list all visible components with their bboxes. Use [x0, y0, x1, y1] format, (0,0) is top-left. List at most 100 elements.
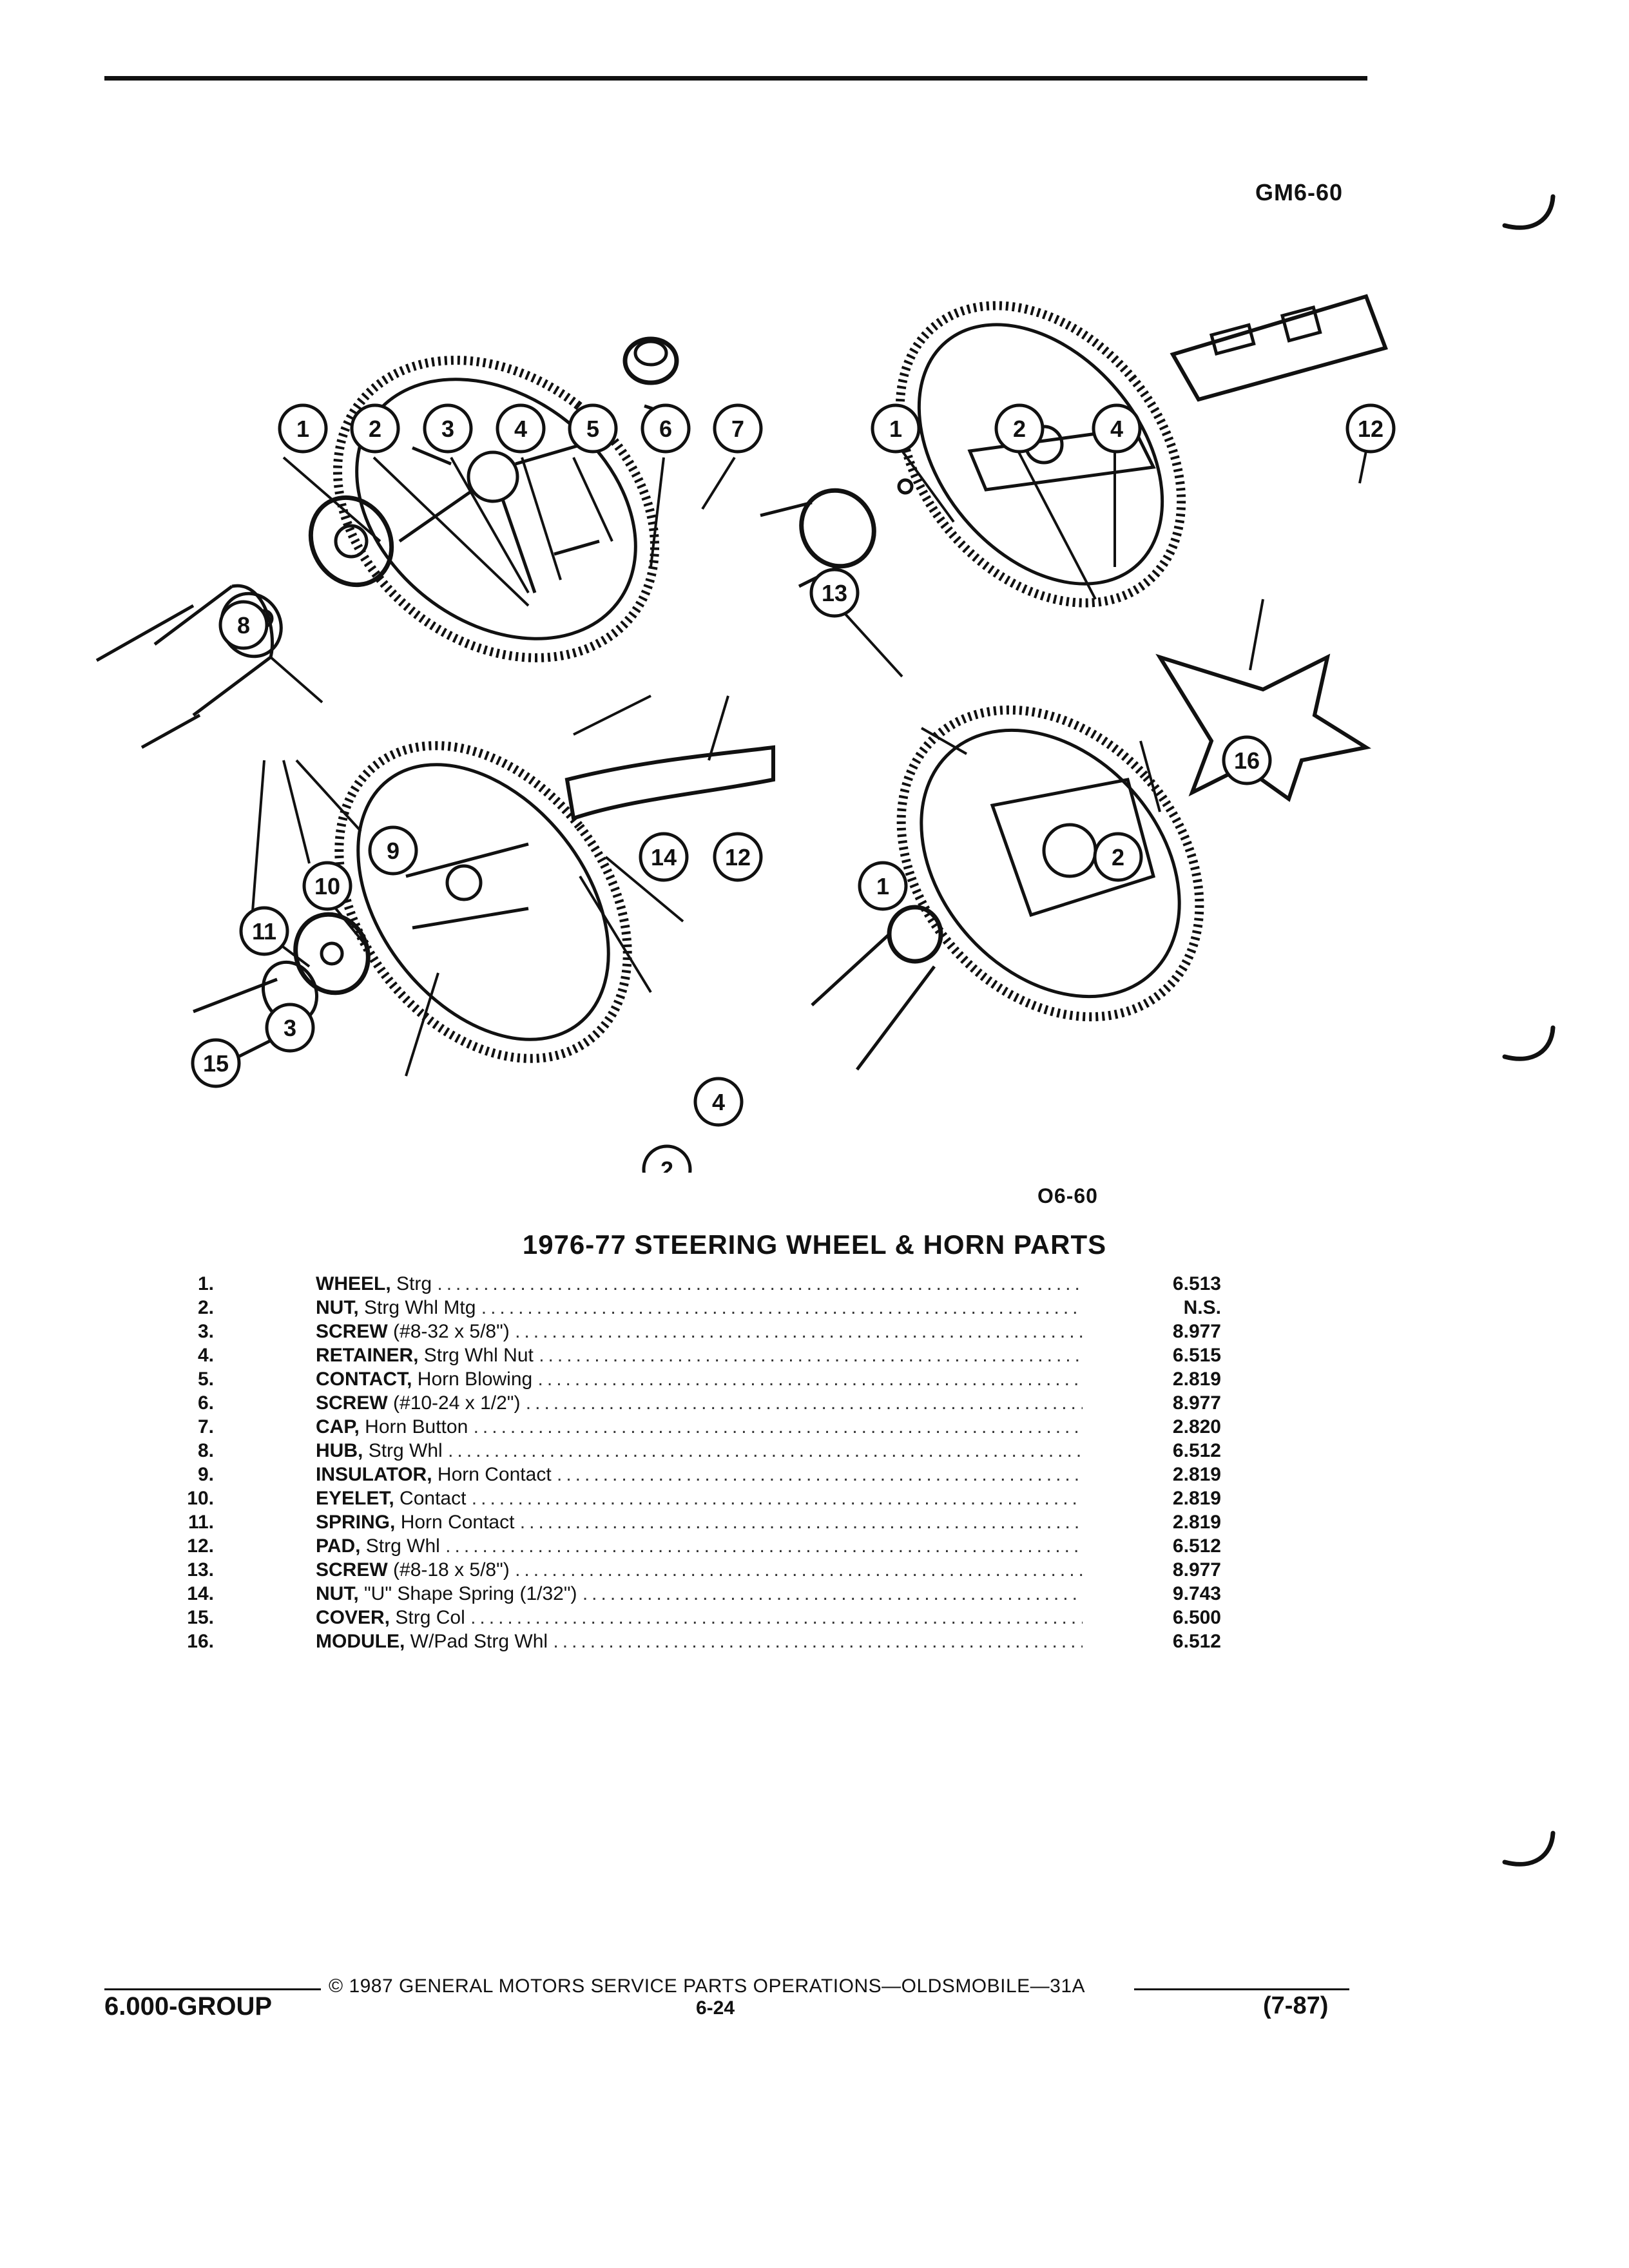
part-group-number: 6.513	[1172, 1273, 1221, 1294]
part-description: EYELET, Contact ........................…	[316, 1486, 1083, 1510]
callout-g3-15: 15	[203, 1050, 229, 1077]
parts-row: 3.SCREW (#8-32 x 5/8") .................…	[174, 1320, 1231, 1343]
part-detail: Horn Contact	[400, 1512, 515, 1533]
part-group-number: 2.820	[1172, 1416, 1221, 1437]
part-group-number: 6.500	[1172, 1607, 1221, 1628]
parts-row: 5. CONTACT, Horn Blowing ................…	[174, 1367, 1231, 1391]
callout-g3-12: 12	[725, 844, 751, 870]
part-number: 1.	[197, 1273, 214, 1294]
callout-g2-1: 1	[889, 416, 902, 442]
parts-row: 8.HUB, Strg Whl ........................…	[174, 1439, 1231, 1463]
callout-g1-6: 6	[659, 416, 672, 442]
callout-g2-4: 4	[1110, 416, 1123, 442]
part-name: SCREW	[316, 1321, 388, 1342]
part-group-number: 9.743	[1172, 1583, 1221, 1604]
part-description: RETAINER, Strg Whl Nut .................…	[316, 1343, 1083, 1367]
part-description: SPRING, Horn Contact ...................…	[316, 1510, 1083, 1534]
part-group-number: N.S.	[1183, 1297, 1221, 1318]
part-number: 14.	[187, 1583, 214, 1604]
callout-g1-11: 11	[252, 918, 276, 945]
part-number: 11.	[188, 1512, 214, 1533]
part-group-number: 2.819	[1172, 1488, 1221, 1509]
parts-row: 10. EYELET, Contact .....................…	[174, 1486, 1231, 1510]
leader-dots: ........................................…	[473, 1416, 1083, 1437]
part-detail: Strg Col	[395, 1607, 465, 1628]
part-detail: Horn Blowing	[417, 1369, 533, 1390]
callout-g4-1: 1	[876, 873, 889, 899]
part-description: SCREW (#8-32 x 5/8") ...................…	[316, 1320, 1083, 1343]
leader-dots: ........................................…	[437, 1273, 1083, 1294]
callout-g4-2: 2	[1112, 844, 1124, 870]
diagram-wheel-bottom-right	[811, 653, 1371, 1071]
part-name: CONTACT,	[316, 1369, 412, 1390]
part-number: 8.	[197, 1440, 214, 1461]
parts-row: 9.INSULATOR, Horn Contact ..............…	[174, 1463, 1231, 1486]
part-description: NUT, "U" Shape Spring (1/32") ..........…	[316, 1582, 1083, 1606]
part-group-number: 2.819	[1172, 1464, 1221, 1485]
part-detail: Contact	[400, 1488, 467, 1509]
callout-g1-7: 7	[731, 416, 744, 442]
leader-dots: ........................................…	[582, 1583, 1083, 1604]
part-name: CAP,	[316, 1416, 360, 1437]
part-number: 5.	[197, 1369, 214, 1390]
part-number: 9.	[197, 1464, 214, 1485]
parts-row: 14. NUT, "U" Shape Spring (1/32") .......…	[174, 1582, 1231, 1606]
part-group-number: 6.515	[1172, 1345, 1221, 1366]
part-detail: Strg Whl	[368, 1440, 443, 1461]
part-detail: W/Pad Strg Whl	[410, 1631, 548, 1652]
parts-row: 4.RETAINER, Strg Whl Nut ...............…	[174, 1343, 1231, 1367]
part-name: NUT,	[316, 1583, 359, 1604]
part-detail: Strg Whl Nut	[423, 1345, 534, 1366]
part-number: 10.	[187, 1488, 214, 1509]
callout-g3-2: 2	[660, 1157, 673, 1173]
exploded-parts-diagram: 1 2 3 4 5 6 7 8 9 10 11 1 2 4 12 13 14 1…	[95, 294, 1396, 1173]
part-detail: Strg	[396, 1273, 432, 1294]
part-number: 13.	[187, 1559, 214, 1581]
callout-g3-3: 3	[284, 1015, 296, 1041]
part-description: SCREW (#10-24 x 1/2") ..................…	[316, 1391, 1083, 1415]
leader-dots: ........................................…	[445, 1535, 1083, 1557]
part-name: SCREW	[316, 1559, 388, 1581]
part-name: INSULATOR,	[316, 1464, 432, 1485]
parts-row: 11. SPRING, Horn Contact ................…	[174, 1510, 1231, 1534]
part-detail: "U" Shape Spring (1/32")	[364, 1583, 577, 1604]
binder-ring-mark-3	[1502, 1831, 1556, 1867]
leader-dots: ........................................…	[481, 1297, 1083, 1318]
callout-g2-2: 2	[1013, 416, 1026, 442]
part-name: NUT,	[316, 1297, 359, 1318]
top-rule	[104, 76, 1367, 81]
part-description: NUT, Strg Whl Mtg ......................…	[316, 1296, 1083, 1320]
parts-row: 2.NUT, Strg Whl Mtg ....................…	[174, 1296, 1231, 1320]
callouts	[191, 403, 1396, 1173]
part-detail: Strg Whl Mtg	[364, 1297, 476, 1318]
leader-dots: ........................................…	[519, 1512, 1083, 1533]
callout-g1-5: 5	[586, 416, 599, 442]
callout-g1-10: 10	[314, 873, 340, 899]
part-detail: Horn Contact	[437, 1464, 552, 1485]
callout-g2-13: 13	[822, 580, 847, 606]
revision-date: (7-87)	[1263, 1992, 1329, 2019]
part-number: 7.	[197, 1416, 214, 1437]
callout-g1-4: 4	[514, 416, 527, 442]
part-detail: (#10-24 x 1/2")	[393, 1392, 521, 1414]
parts-list-title: 1976-77 STEERING WHEEL & HORN PARTS	[522, 1229, 1107, 1260]
part-name: SPRING,	[316, 1512, 396, 1533]
part-name: PAD,	[316, 1535, 361, 1557]
callout-g3-4: 4	[712, 1089, 725, 1115]
part-detail: (#8-32 x 5/8")	[393, 1321, 510, 1342]
leader-dots: ........................................…	[515, 1559, 1083, 1581]
parts-row: 12.PAD, Strg Whl .......................…	[174, 1534, 1231, 1558]
leader-dots: ........................................…	[470, 1607, 1083, 1628]
part-description: COVER, Strg Col ........................…	[316, 1606, 1083, 1629]
part-name: WHEEL,	[316, 1273, 391, 1294]
part-group-number: 6.512	[1172, 1535, 1221, 1557]
part-name: EYELET,	[316, 1488, 394, 1509]
part-group-number: 6.512	[1172, 1631, 1221, 1652]
figure-code-bottom: O6-60	[1037, 1184, 1098, 1207]
part-description: CONTACT, Horn Blowing ..................…	[316, 1367, 1083, 1391]
part-name: MODULE,	[316, 1631, 405, 1652]
parts-row: 1. WHEEL, Strg ..........................…	[174, 1272, 1231, 1296]
figure-code-top: GM6-60	[1255, 179, 1344, 206]
part-number: 16.	[187, 1631, 214, 1652]
part-description: WHEEL, Strg ............................…	[316, 1272, 1083, 1296]
